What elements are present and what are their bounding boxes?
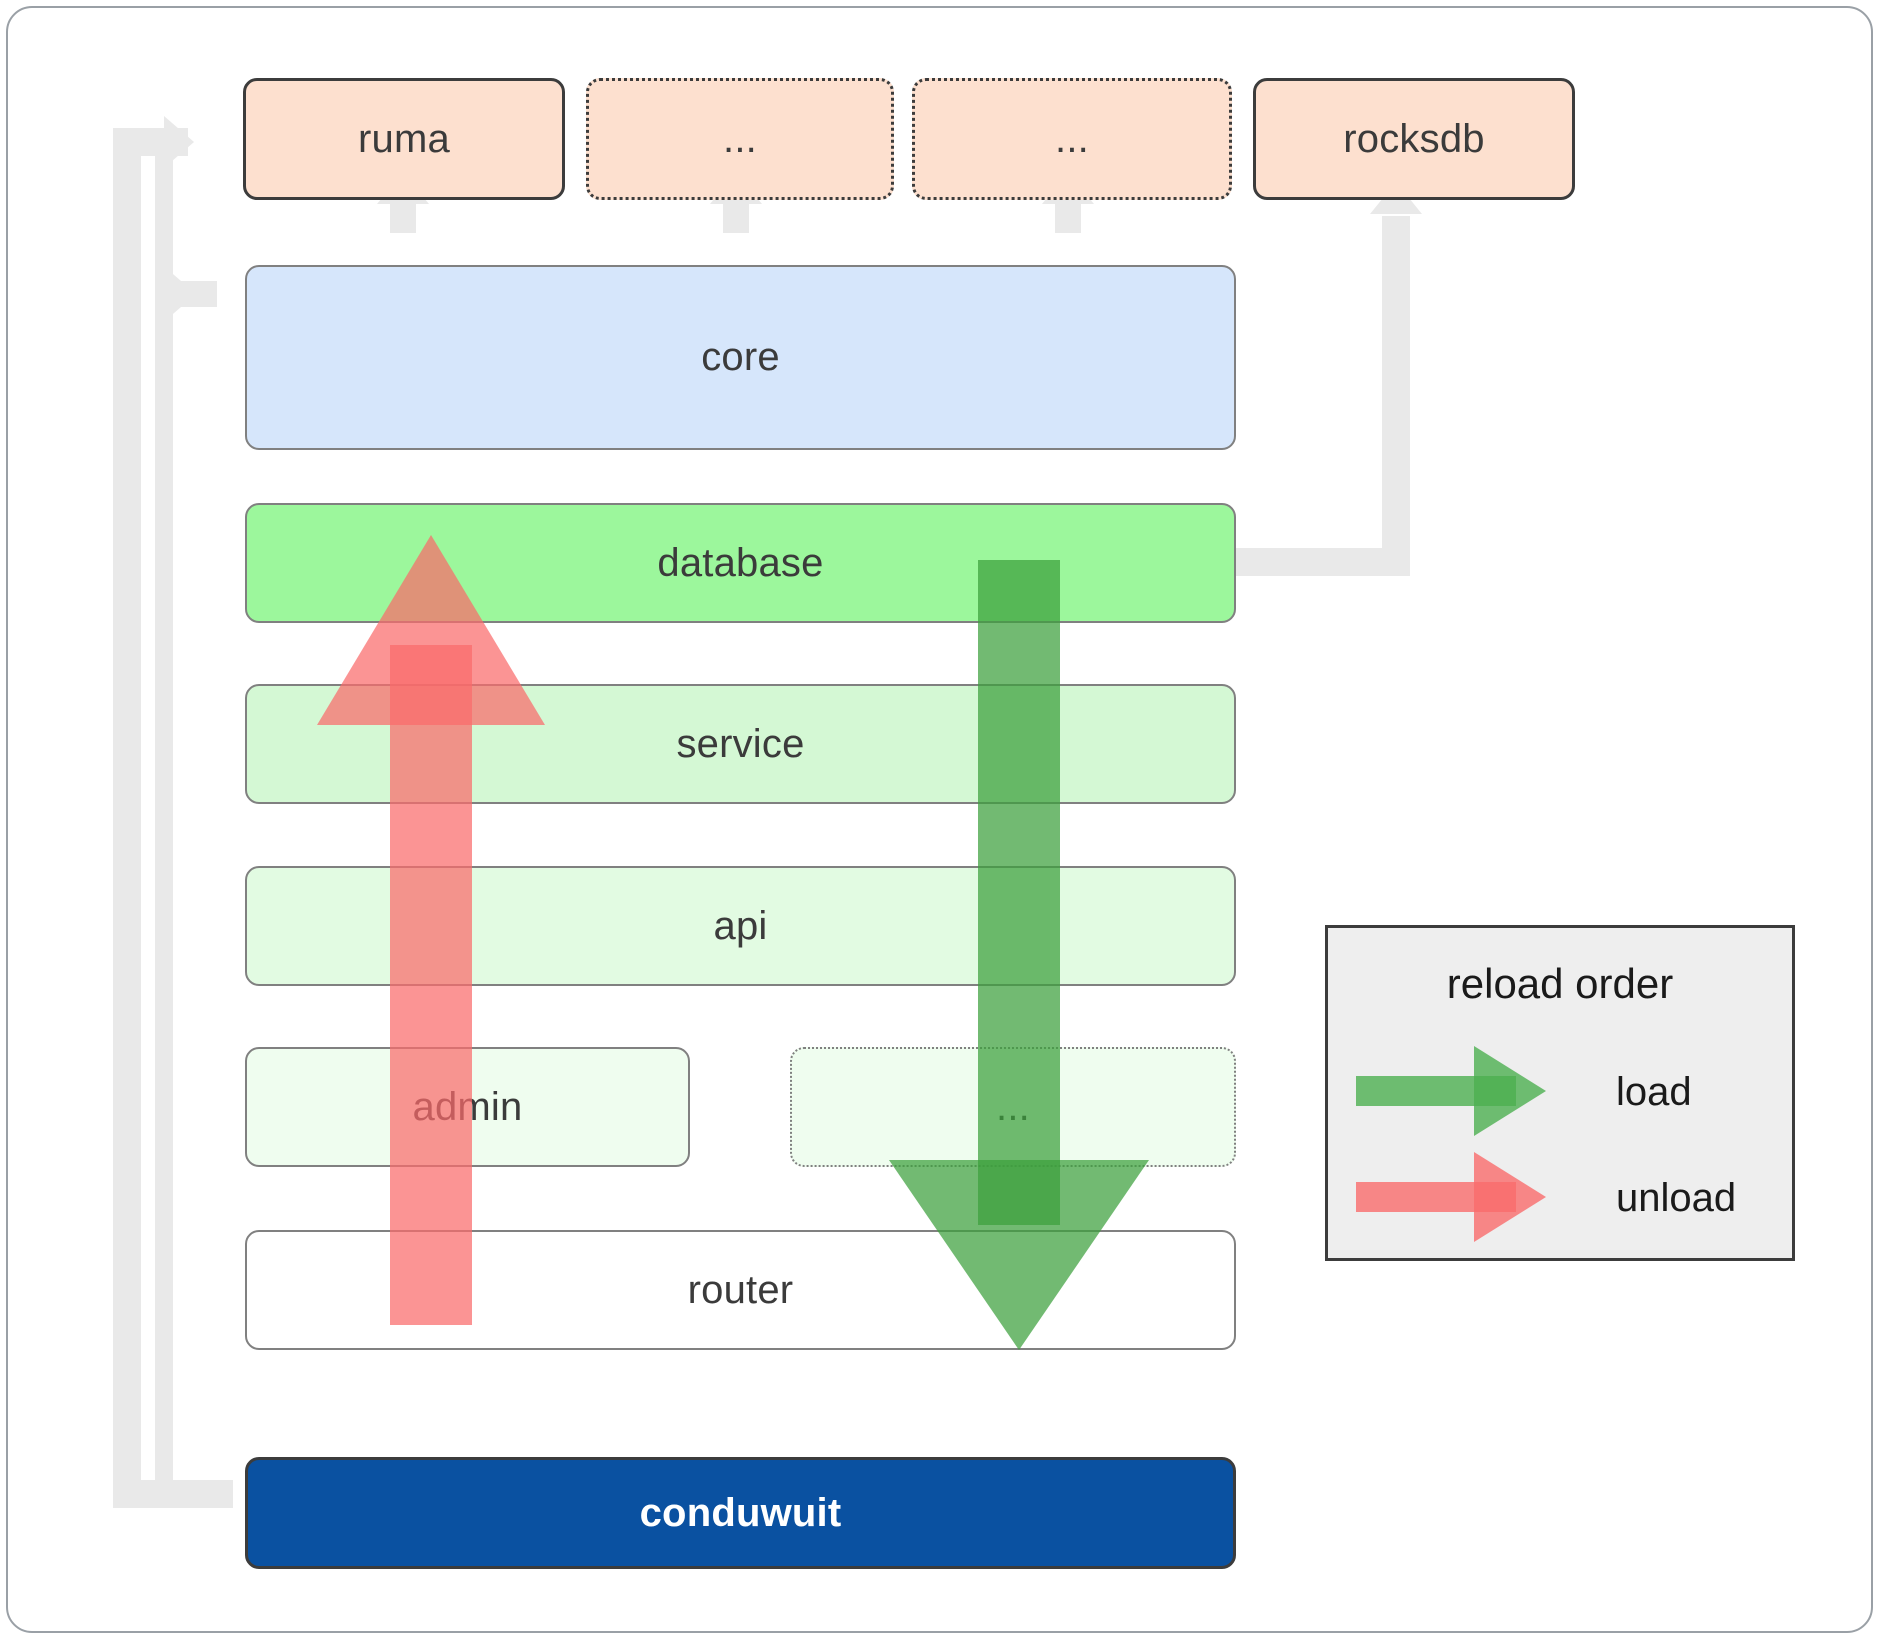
node-api-label: api xyxy=(713,903,768,948)
node-core-label: core xyxy=(701,335,780,379)
node-service-label: service xyxy=(676,721,805,766)
node-conduwuit[interactable]: conduwuit xyxy=(245,1457,1236,1569)
node-dots-2[interactable]: ... xyxy=(912,78,1232,200)
connector-core-branch-vertical xyxy=(155,150,173,1480)
node-rocksdb[interactable]: rocksdb xyxy=(1253,78,1575,200)
legend-panel: reload order load unload xyxy=(1325,925,1795,1261)
node-dots-2-label: ... xyxy=(1055,116,1089,161)
node-conduwuit-label: conduwuit xyxy=(639,1490,842,1535)
legend-title: reload order xyxy=(1446,960,1674,1007)
connector-database-to-rocksdb-vertical xyxy=(1382,216,1410,576)
legend-load-label: load xyxy=(1616,1070,1692,1114)
legend-unload-arrow-icon xyxy=(1356,1152,1546,1242)
node-ruma-label: ruma xyxy=(358,116,450,161)
connector-conduwuit-to-ruma-bottom xyxy=(113,1480,233,1508)
node-dots-1[interactable]: ... xyxy=(586,78,894,200)
node-router-label: router xyxy=(687,1267,794,1312)
node-core[interactable]: core xyxy=(245,265,1236,450)
connector-conduwuit-to-ruma-vertical xyxy=(113,128,141,1508)
load-flow-arrow xyxy=(889,560,1149,1350)
diagram-frame xyxy=(6,6,1873,1633)
node-ruma[interactable]: ruma xyxy=(243,78,565,200)
node-database-label: database xyxy=(657,540,824,585)
node-rocksdb-label: rocksdb xyxy=(1343,116,1485,161)
node-dots-1-label: ... xyxy=(723,116,757,161)
connector-arrow-into-core xyxy=(166,268,196,320)
legend-unload-label: unload xyxy=(1616,1176,1737,1220)
unload-flow-arrow xyxy=(317,535,545,1325)
legend-load-arrow-icon xyxy=(1356,1046,1546,1136)
